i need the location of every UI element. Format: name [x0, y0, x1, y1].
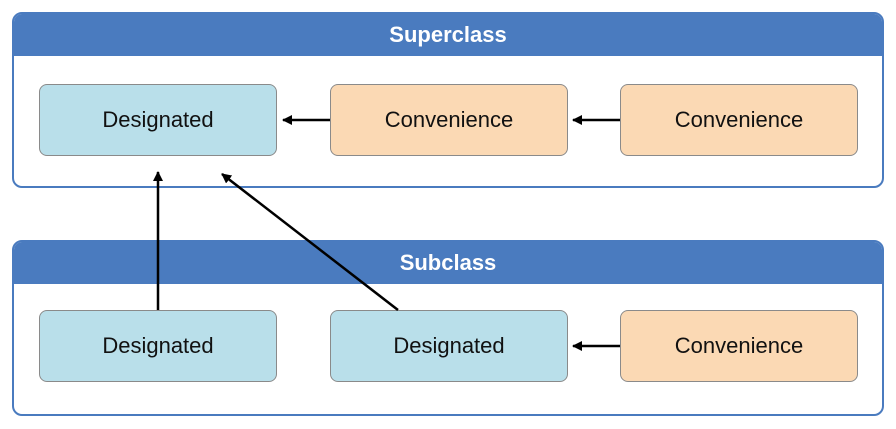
superclass-header: Superclass — [14, 14, 882, 56]
superclass-designated-initializer: Designated — [39, 84, 277, 156]
subclass-convenience-initializer: Convenience — [620, 310, 858, 382]
superclass-convenience-initializer-2: Convenience — [620, 84, 858, 156]
subclass-designated-initializer-2: Designated — [330, 310, 568, 382]
superclass-convenience-initializer-1: Convenience — [330, 84, 568, 156]
subclass-designated-initializer-1: Designated — [39, 310, 277, 382]
subclass-header: Subclass — [14, 242, 882, 284]
